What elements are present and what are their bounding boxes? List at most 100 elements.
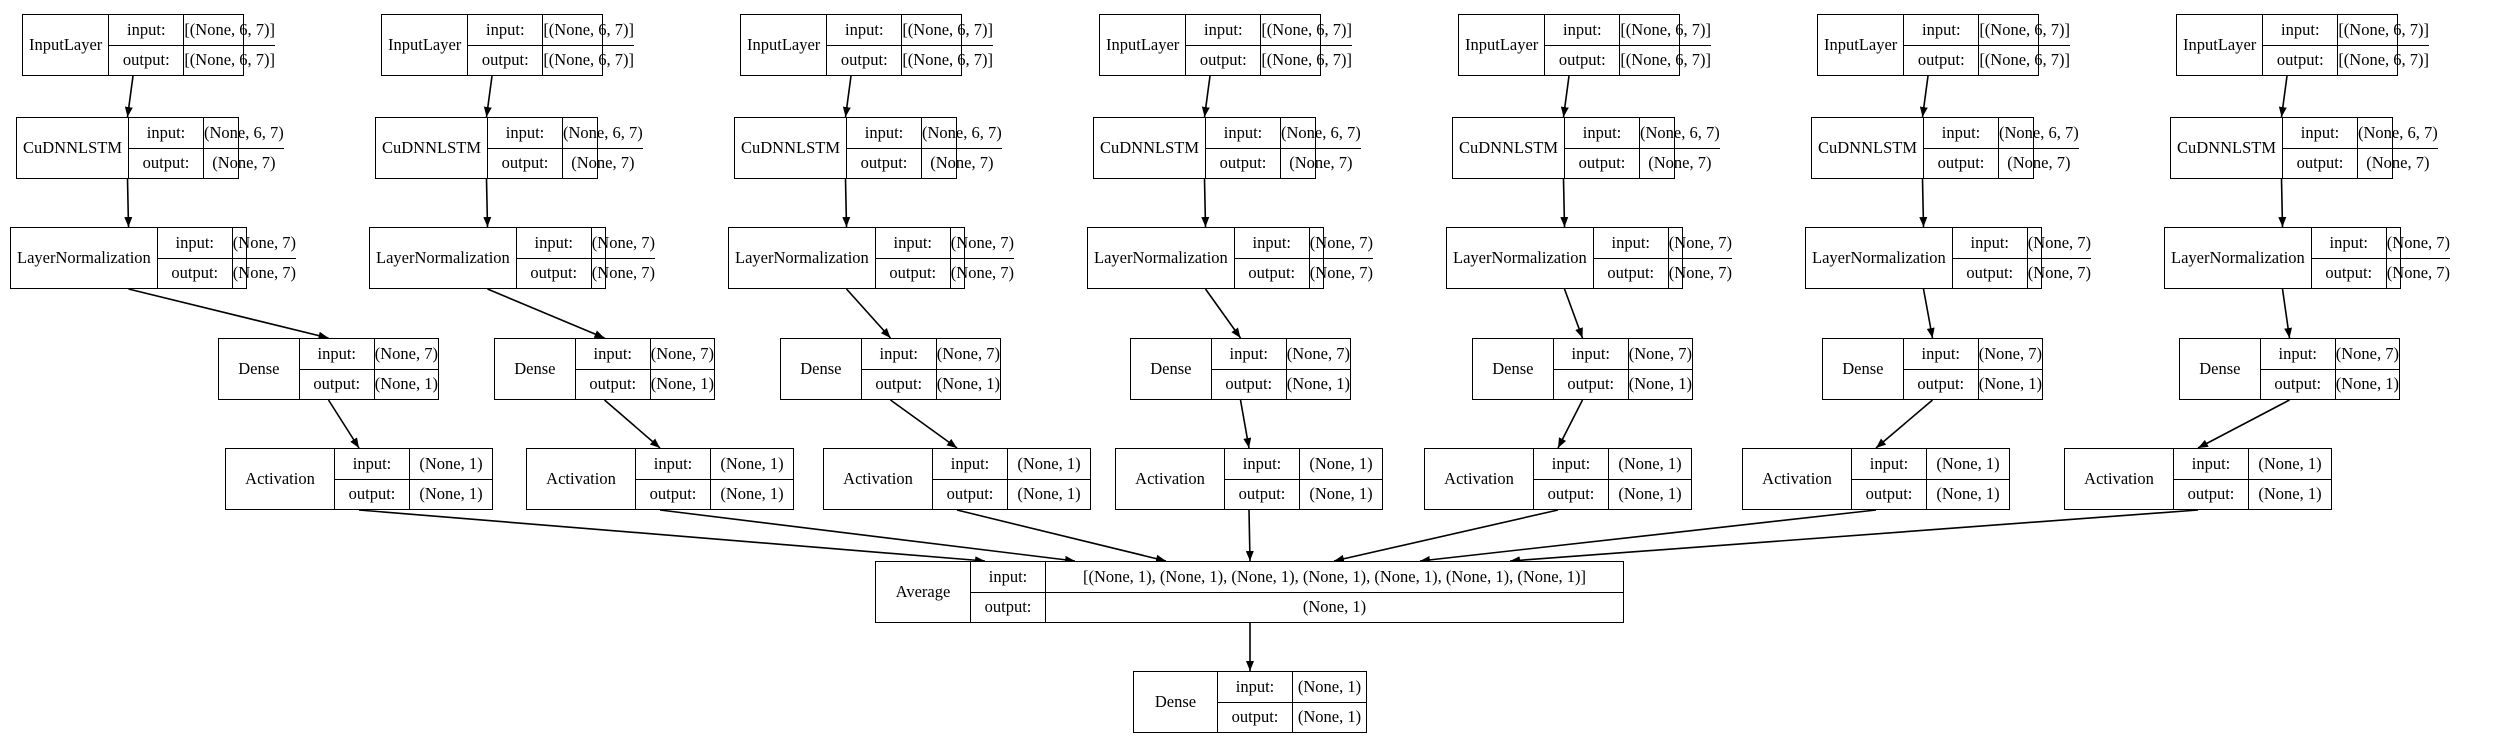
shape-table: input:(None, 7)output:(None, 1) [575,339,714,399]
output-label: output: [2312,258,2387,288]
input-row: input:(None, 6, 7) [1206,118,1361,149]
input-row: input:[(None, 6, 7)] [468,15,635,46]
layer-name: InputLayer [23,15,110,75]
edge-norm-to-dense [1204,288,1242,339]
output-shape: [(None, 6, 7)] [1261,50,1353,70]
edge-activation-to-average [1333,509,1559,563]
input-shape: (None, 1) [720,453,784,473]
layer-name: Dense [1131,339,1212,399]
layer-name: CuDNNLSTM [17,118,130,178]
output-row: output:[(None, 6, 7)] [468,45,635,75]
edge-lstm-to-norm [1560,178,1569,228]
input-shape: (None, 7) [650,343,714,363]
output-shape: (None, 1) [419,484,483,504]
edge-input-to-lstm [483,75,493,118]
input-shape: (None, 6, 7) [922,122,1002,142]
input-label: input: [1212,339,1287,369]
edge-norm-to-dense [128,288,329,340]
shape-table: input:(None, 6, 7)output:(None, 7) [129,118,284,178]
edge-norm-to-dense [2281,288,2293,339]
output-label: output: [1852,479,1927,509]
layer-name: CuDNNLSTM [1094,118,1207,178]
edge-activation-to-average [358,509,986,565]
edge-input-to-lstm [124,75,134,118]
shape-table: input:(None, 1)output:(None, 1) [933,449,1090,509]
input-shape: (None, 7) [1628,343,1692,363]
input-row: input:[(None, 6, 7)] [109,15,276,46]
shape-table: input:(None, 7)output:(None, 7) [516,228,656,288]
layer-name: CuDNNLSTM [735,118,848,178]
output-shape: (None, 7) [930,153,994,173]
output-row: output:(None, 1) [971,592,1623,622]
shape-table: input:[(None, 6, 7)]output:[(None, 6, 7)… [1186,15,1353,75]
edge-dense-to-activation [327,399,360,449]
output-shape: [(None, 6, 7)] [543,50,635,70]
shape-table: input:[(None, 6, 7)]output:[(None, 6, 7)… [1545,15,1712,75]
input-shape: (None, 6, 7) [563,122,643,142]
input-label: input: [1554,339,1629,369]
output-label: output: [1534,479,1609,509]
input-row: input:(None, 6, 7) [129,118,284,149]
shape-table: input:[(None, 6, 7)]output:[(None, 6, 7)… [1904,15,2071,75]
output-shape: (None, 1) [1618,484,1682,504]
layer-name: InputLayer [1100,15,1187,75]
output-label: output: [933,479,1008,509]
output-shape: (None, 1) [2258,484,2322,504]
output-label: output: [1218,702,1293,732]
input-label: input: [876,228,951,258]
output-label: output: [1212,369,1287,399]
shape-table: input:(None, 6, 7)output:(None, 7) [1565,118,1720,178]
shape-table: input:[(None, 6, 7)]output:[(None, 6, 7)… [827,15,994,75]
output-row: output:(None, 7) [876,258,1014,288]
input-row: input:(None, 7) [516,228,656,259]
output-row: output:(None, 1) [636,479,793,509]
output-label: output: [827,45,903,75]
layer-name: LayerNormalization [2165,228,2312,288]
input-row: input:(None, 1) [1852,449,2009,480]
edge-lstm-to-norm [2278,178,2287,228]
output-label: output: [862,369,937,399]
output-label: output: [1186,45,1262,75]
output-shape: (None, 1) [1017,484,1081,504]
output-label: output: [1904,45,1980,75]
output-row: output:(None, 7) [1206,148,1361,178]
edge-norm-to-dense [1922,288,1935,339]
output-label: output: [1235,258,1310,288]
output-shape: [(None, 6, 7)] [2338,50,2430,70]
output-label: output: [876,258,951,288]
input-shape: (None, 1) [1618,453,1682,473]
input-shape: [(None, 1), (None, 1), (None, 1), (None,… [1082,566,1587,586]
output-row: output:(None, 1) [2174,479,2331,509]
input-label: input: [1904,339,1979,369]
layer-name: Average [876,562,971,622]
output-label: output: [468,45,544,75]
output-label: output: [2263,45,2339,75]
edge-lstm-to-norm [842,178,851,228]
input-shape: (None, 6, 7) [1999,122,2079,142]
edge-lstm-to-norm [1919,178,1928,228]
output-shape: [(None, 6, 7)] [902,50,994,70]
input-label: input: [862,339,937,369]
input-row: input:[(None, 6, 7)] [1904,15,2071,46]
input-shape: (None, 7) [2386,232,2451,252]
layer-name: Dense [219,339,300,399]
edge-input-to-lstm [2278,75,2288,118]
layer-name: CuDNNLSTM [1812,118,1925,178]
